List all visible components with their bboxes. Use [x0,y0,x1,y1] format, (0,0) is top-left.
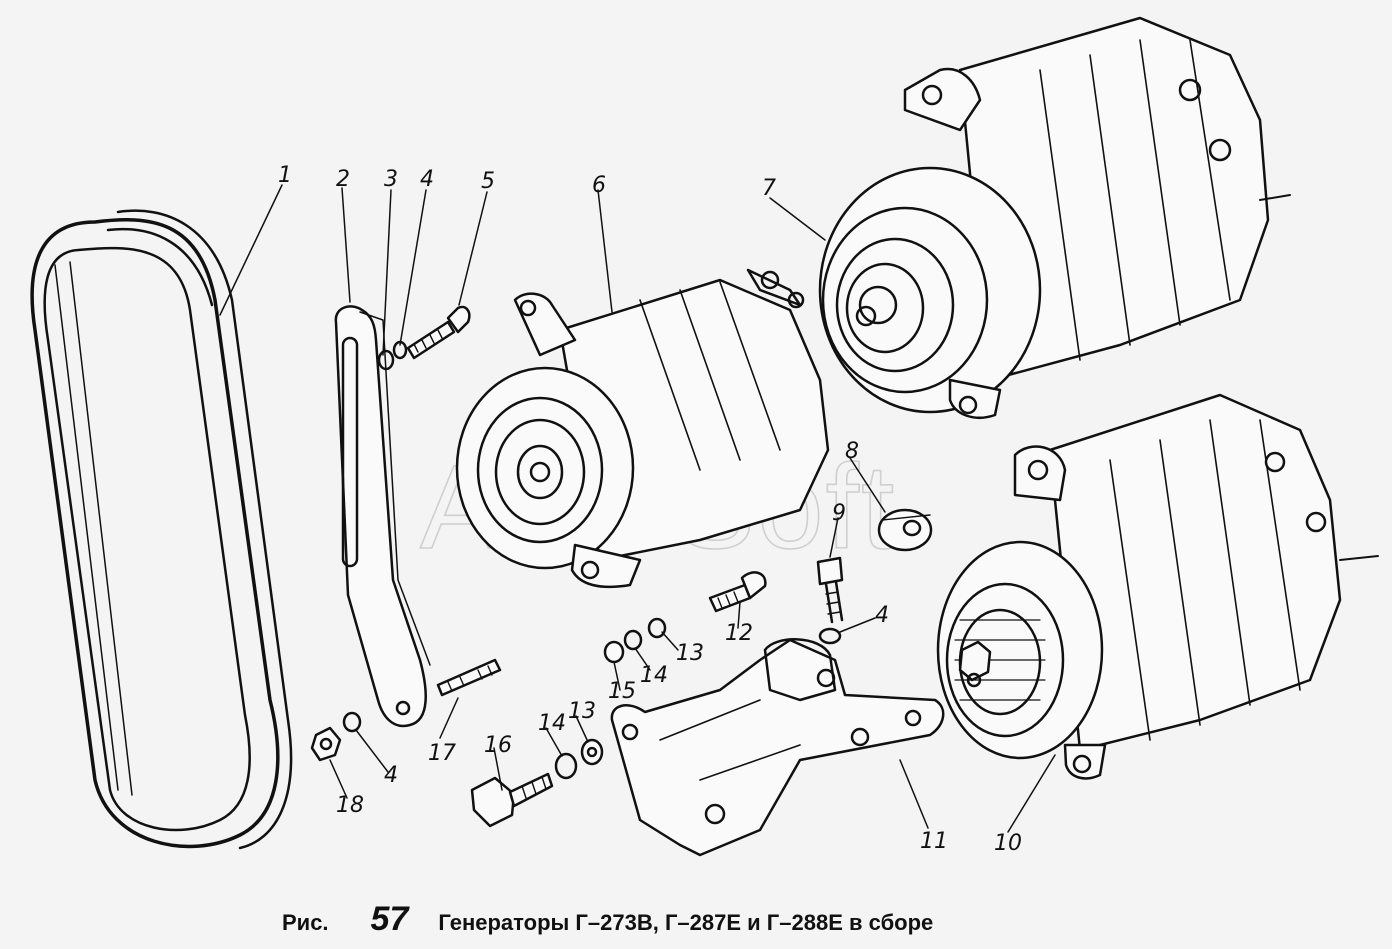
caption-number: 57 [370,900,409,938]
callout-5: 5 [481,169,495,194]
leader-lines [219,184,1056,833]
bolt-9 [816,556,844,624]
callout-12: 12 [725,621,753,646]
nut-washers-13-14-15 [603,617,667,664]
stud-17 [436,658,502,697]
callout-3: 3 [384,167,398,192]
callout-14a: 14 [640,663,668,688]
drive-belt [30,209,293,850]
pin-12 [708,571,767,613]
caption-title: Генераторы Г–273В, Г–287Е и Г–288Е в сбо… [438,910,934,935]
callout-4b: 4 [875,603,889,628]
callout-13b: 13 [568,699,596,724]
adjusting-strap [334,305,431,728]
sleeve-8 [877,508,933,552]
callout-4c: 4 [384,763,398,788]
callout-13a: 13 [676,641,704,666]
callout-labels: 1 2 3 4 5 6 7 8 9 4 12 13 14 15 17 4 18 … [278,163,1022,856]
washers-13-14-lower [554,738,604,780]
callout-14b: 14 [538,711,566,736]
bracket-11 [610,638,945,857]
callout-4a: 4 [420,167,434,192]
washer-4-right [818,627,842,645]
figure-caption: Рис. 57 Генераторы Г–273В, Г–287Е и Г–28… [282,900,933,944]
generator-10 [936,393,1379,780]
callout-2: 2 [336,167,350,192]
callout-10: 10 [994,831,1022,856]
callout-7: 7 [762,176,776,201]
caption-prefix: Рис. [282,910,329,935]
callout-8: 8 [845,439,859,464]
callout-15: 15 [608,679,636,704]
bolt-16 [470,772,554,828]
nut-18 [310,726,342,762]
callout-17: 17 [428,741,456,766]
callout-6: 6 [592,173,606,198]
callout-11: 11 [920,829,948,854]
bolt-5 [406,305,471,360]
callout-16: 16 [484,733,512,758]
callout-18: 18 [336,793,364,818]
generator-6 [455,268,830,589]
callout-1: 1 [278,163,292,188]
callout-9: 9 [832,501,846,526]
generator-7 [818,16,1291,419]
exploded-assembly-drawing: AutoSoft [30,16,1379,857]
